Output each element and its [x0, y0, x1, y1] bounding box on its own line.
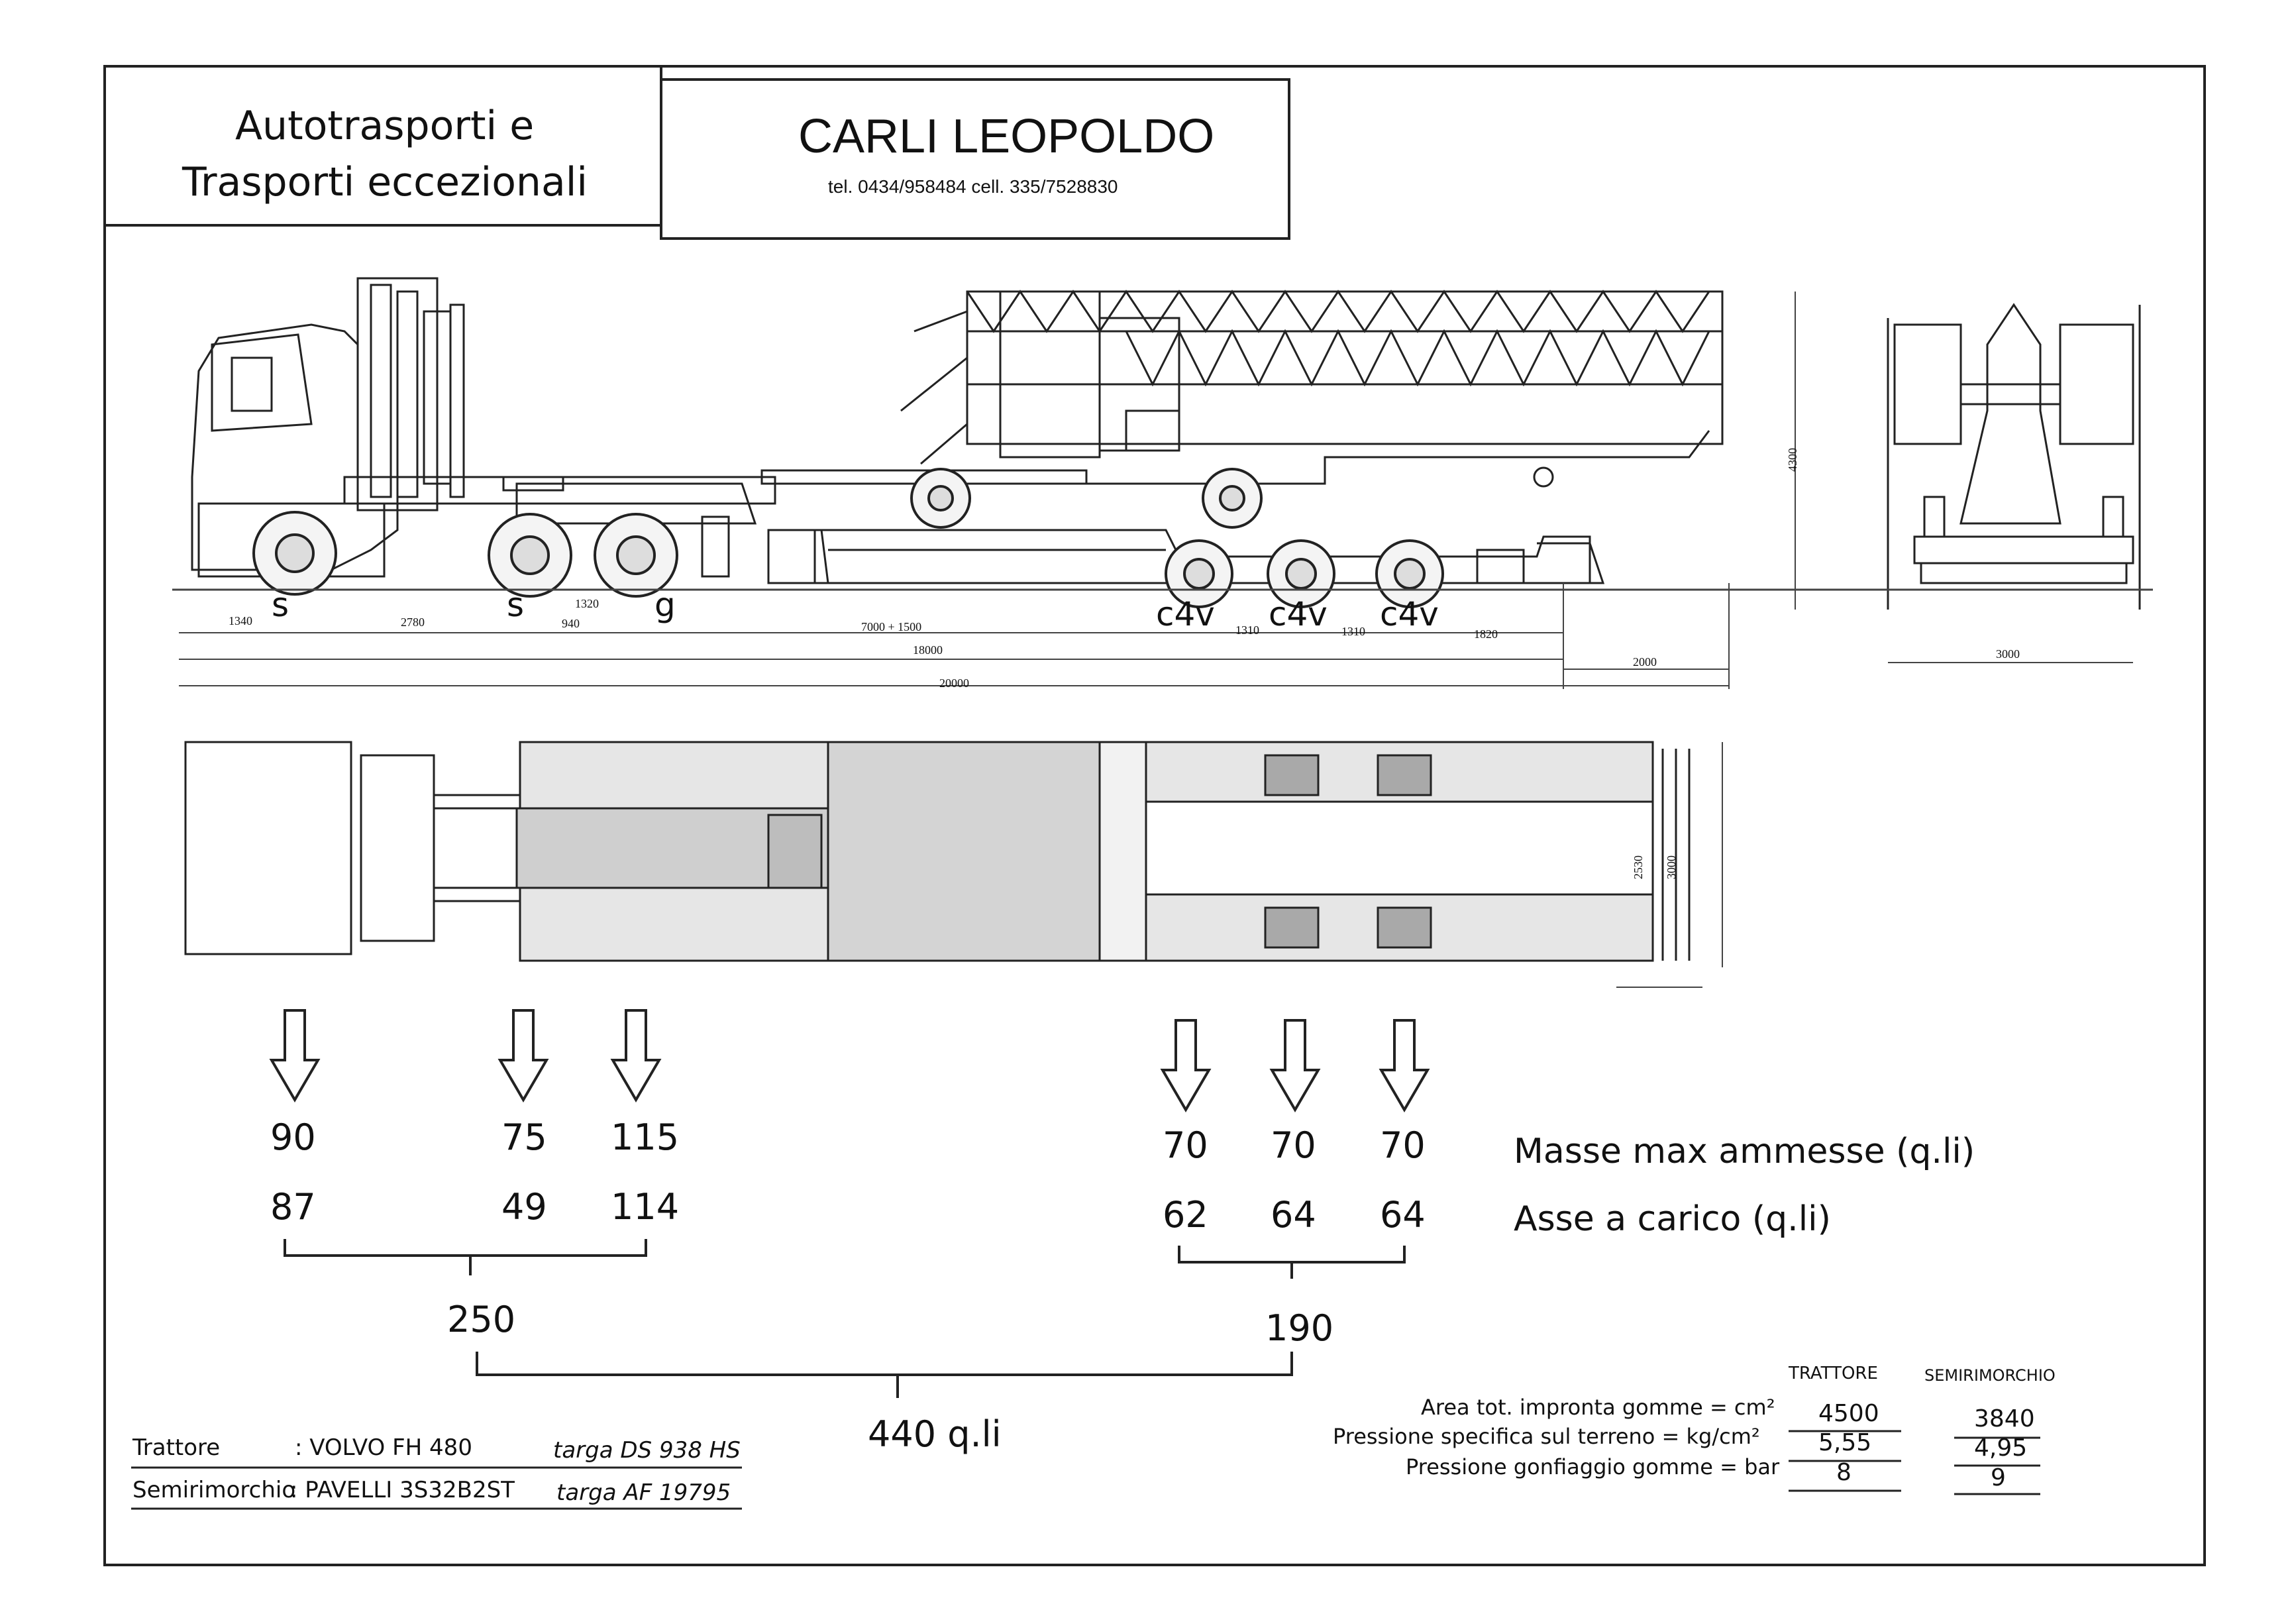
company-contacts: tel. 0434/958484 cell. 335/7528830: [828, 176, 1118, 197]
total-trailer: 190: [1265, 1307, 1334, 1349]
dim-2780: 2780: [401, 616, 425, 629]
bracket-total: [476, 1352, 1293, 1398]
spec-row-3-trailer: 9: [1991, 1464, 2006, 1491]
dim-1340: 1340: [229, 614, 252, 627]
dim-2530: 2530: [1632, 855, 1645, 879]
spec-row-3-label: Pressione gonfiaggio gomme = bar: [1406, 1454, 1780, 1479]
dim-3000-rear: 3000: [1996, 647, 2020, 661]
axle-type-5: c4v: [1269, 595, 1328, 633]
dimension-lines: [172, 583, 2153, 689]
dim-1310-b: 1310: [1341, 625, 1365, 638]
tractor-plate: targa DS 938 HS: [553, 1437, 741, 1464]
tractor-side-view: [191, 277, 776, 578]
dim-18000: 18000: [913, 643, 943, 657]
tractor-wheels: [252, 511, 678, 598]
crane-wheels: [910, 468, 1263, 529]
company-line-1: Autotrasporti e: [235, 103, 535, 149]
tractor-model: : VOLVO FH 480: [295, 1434, 472, 1461]
axle-type-1: s: [272, 586, 289, 624]
spec-row-1-tractor: 4500: [1818, 1400, 1879, 1427]
dim-1310-a: 1310: [1235, 623, 1259, 637]
header-name-box: [660, 78, 1290, 240]
plan-dim-lines: [1616, 742, 1723, 988]
axle-max-2: 75: [501, 1116, 547, 1158]
axle-type-3: g: [654, 586, 676, 624]
bracket-trailer: [1178, 1246, 1406, 1279]
company-line-2: Trasporti eccezionali: [182, 159, 588, 205]
total-combined: 440 q.li: [868, 1413, 1002, 1455]
axle-load-6: 64: [1380, 1194, 1426, 1236]
axle-max-label: Masse max ammesse (q.li): [1514, 1132, 1975, 1171]
spec-row-2-trailer: 4,95: [1974, 1434, 2028, 1462]
arrow-1: [269, 1009, 321, 1102]
arrow-6: [1379, 1019, 1430, 1112]
outer-frame: [103, 65, 2206, 1566]
dim-7000: 7000 + 1500: [861, 620, 922, 633]
axle-max-3: 115: [611, 1116, 680, 1158]
axle-max-4: 70: [1163, 1124, 1208, 1166]
spec-row-1-trailer: 3840: [1974, 1405, 2035, 1432]
dim-2000: 2000: [1633, 655, 1657, 669]
arrow-2: [497, 1009, 549, 1102]
axle-type-6: c4v: [1380, 595, 1439, 633]
total-tractor: 250: [447, 1299, 516, 1340]
plan-view: [184, 741, 1691, 962]
spec-col-tractor: TRATTORE: [1789, 1364, 1878, 1383]
load-arrows: [269, 1009, 1430, 1112]
dim-3000-plan: 3000: [1665, 855, 1678, 879]
axle-type-2: s: [507, 586, 525, 624]
spec-row-3-tractor: 8: [1836, 1459, 1852, 1486]
spec-row-1-label: Area tot. impronta gomme = cm²: [1421, 1395, 1775, 1420]
axle-load-label: Asse a carico (q.li): [1514, 1199, 1831, 1239]
dim-1320: 1320: [575, 597, 599, 610]
dim-940: 940: [562, 617, 580, 630]
arrow-4: [1160, 1019, 1212, 1112]
company-name: CARLI LEOPOLDO: [798, 110, 1215, 163]
dim-4300: 4300: [1786, 448, 1799, 472]
axle-max-6: 70: [1380, 1124, 1426, 1166]
axle-load-2: 49: [501, 1186, 547, 1228]
axle-load-1: 87: [270, 1186, 316, 1228]
crane-load: [900, 290, 1724, 488]
trailer-model: : PAVELLI 3S32B2ST: [290, 1477, 515, 1503]
tractor-label: Trattore: [132, 1434, 221, 1461]
underline-rules: [131, 1430, 2040, 1510]
axle-max-1: 90: [270, 1116, 316, 1158]
arrow-3: [610, 1009, 662, 1102]
dim-20000: 20000: [939, 676, 969, 690]
trailer-label: Semirimorchio: [132, 1477, 296, 1503]
axle-type-4: c4v: [1156, 595, 1215, 633]
sum-brackets: [284, 1239, 1406, 1398]
trailer-plate: targa AF 19795: [556, 1479, 731, 1506]
axle-load-4: 62: [1163, 1194, 1208, 1236]
spec-col-trailer: SEMIRIMORCHIO: [1924, 1366, 2056, 1385]
bracket-tractor: [284, 1239, 647, 1275]
spec-row-2-tractor: 5,55: [1818, 1429, 1872, 1456]
axle-max-5: 70: [1271, 1124, 1316, 1166]
axle-load-5: 64: [1271, 1194, 1316, 1236]
spec-row-2-label: Pressione specifica sul terreno = kg/cm²: [1333, 1424, 1760, 1449]
arrow-5: [1269, 1019, 1321, 1112]
axle-load-3: 114: [611, 1186, 680, 1228]
rear-view: [1887, 303, 2141, 610]
dim-1820: 1820: [1474, 627, 1498, 641]
